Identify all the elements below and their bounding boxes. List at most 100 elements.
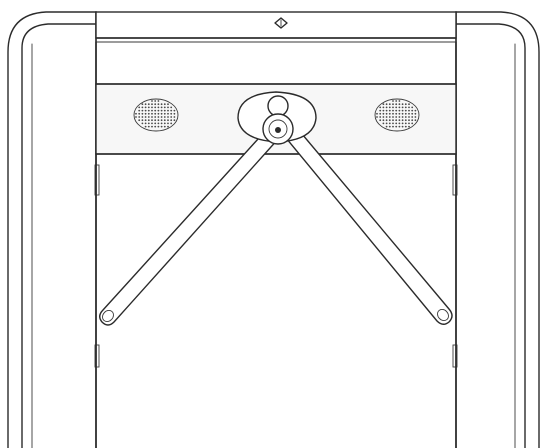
grill-hole [379, 116, 382, 118]
grill-hole [144, 112, 147, 115]
grill-hole [144, 103, 147, 106]
grill-hole [411, 119, 414, 122]
grill-hole [404, 122, 407, 125]
grill-hole [404, 125, 407, 128]
grill-hole [382, 116, 385, 118]
grill-hole [408, 112, 410, 115]
grill-hole [147, 119, 150, 122]
grill-hole [167, 125, 169, 128]
grill-hole [392, 122, 394, 125]
grill-hole [392, 119, 394, 122]
grill-hole [151, 109, 153, 112]
grill-hole [385, 116, 388, 118]
grill-hole [395, 116, 398, 118]
grill-hole [404, 112, 407, 115]
grill-hole [414, 109, 417, 112]
grill-hole [163, 116, 166, 118]
grill-hole [392, 106, 394, 109]
grill-hole [404, 109, 407, 112]
right-arm [285, 126, 453, 325]
grill-hole [401, 122, 404, 125]
grill-hole [379, 112, 382, 115]
grill-hole [398, 119, 401, 122]
grill-hole [144, 122, 147, 125]
grill-hole [144, 106, 147, 109]
grill-hole [388, 103, 391, 106]
grill-hole [411, 116, 414, 118]
grill-hole [392, 109, 394, 112]
grill-hole [151, 125, 153, 128]
grill-hole [147, 106, 150, 109]
grill-hole [144, 125, 147, 128]
grill-hole [385, 109, 388, 112]
grill-hole [151, 122, 153, 125]
grill-hole [160, 119, 163, 122]
grill-hole [398, 103, 401, 106]
grill-hole [395, 103, 398, 106]
grill-hole [398, 109, 401, 112]
grill-hole [170, 106, 173, 109]
grill-hole [141, 109, 144, 112]
grill-hole [170, 122, 173, 125]
grill-hole [411, 112, 414, 115]
grill-hole [160, 103, 163, 106]
grill-hole [151, 100, 153, 102]
grill-hole [173, 112, 176, 115]
grill-hole [395, 106, 398, 109]
grill-hole [141, 116, 144, 118]
grill-hole [408, 122, 410, 125]
right-pillar [452, 11, 540, 448]
grill-hole [398, 125, 401, 128]
grill-hole [167, 106, 169, 109]
grill-hole [398, 106, 401, 109]
grill-hole [392, 100, 394, 102]
grill-hole [167, 103, 169, 106]
grill-hole [135, 116, 137, 118]
grill-hole [401, 119, 404, 122]
grill-hole [147, 109, 150, 112]
grill-hole [388, 125, 391, 128]
grill-hole [157, 100, 160, 102]
grill-hole [398, 112, 401, 115]
grill-hole [382, 109, 385, 112]
right-speaker-grill [374, 98, 420, 132]
grill-hole [144, 119, 147, 122]
grill-hole [395, 112, 398, 115]
grill-hole [141, 103, 144, 106]
grill-hole [379, 119, 382, 122]
grill-hole [138, 112, 141, 115]
grill-hole [388, 119, 391, 122]
grill-hole [141, 112, 144, 115]
grill-hole [173, 116, 176, 118]
grill-hole [408, 109, 410, 112]
grill-hole [401, 103, 404, 106]
grill-hole [147, 116, 150, 118]
grill-hole [167, 119, 169, 122]
grill-hole [395, 125, 398, 128]
grill-hole [160, 125, 163, 128]
grill-hole [388, 116, 391, 118]
grill-hole [385, 103, 388, 106]
grill-hole [382, 103, 385, 106]
grill-hole [138, 116, 141, 118]
grill-hole [138, 119, 141, 122]
grill-hole [382, 112, 385, 115]
speaker-grill-outline [133, 98, 179, 132]
grill-hole [398, 100, 401, 102]
speaker-grill-outline [374, 98, 420, 132]
grill-hole [408, 125, 410, 128]
grill-hole [151, 119, 153, 122]
left-arm [99, 127, 280, 326]
grill-hole [382, 106, 385, 109]
grill-hole [167, 109, 169, 112]
grill-hole [157, 119, 160, 122]
grill-hole [154, 103, 157, 106]
left-speaker-grill [133, 98, 179, 132]
grill-hole [141, 106, 144, 109]
grill-hole [382, 122, 385, 125]
grill-hole [147, 103, 150, 106]
grill-hole [385, 122, 388, 125]
grill-hole [157, 125, 160, 128]
grill-hole [154, 119, 157, 122]
grill-hole [147, 112, 150, 115]
